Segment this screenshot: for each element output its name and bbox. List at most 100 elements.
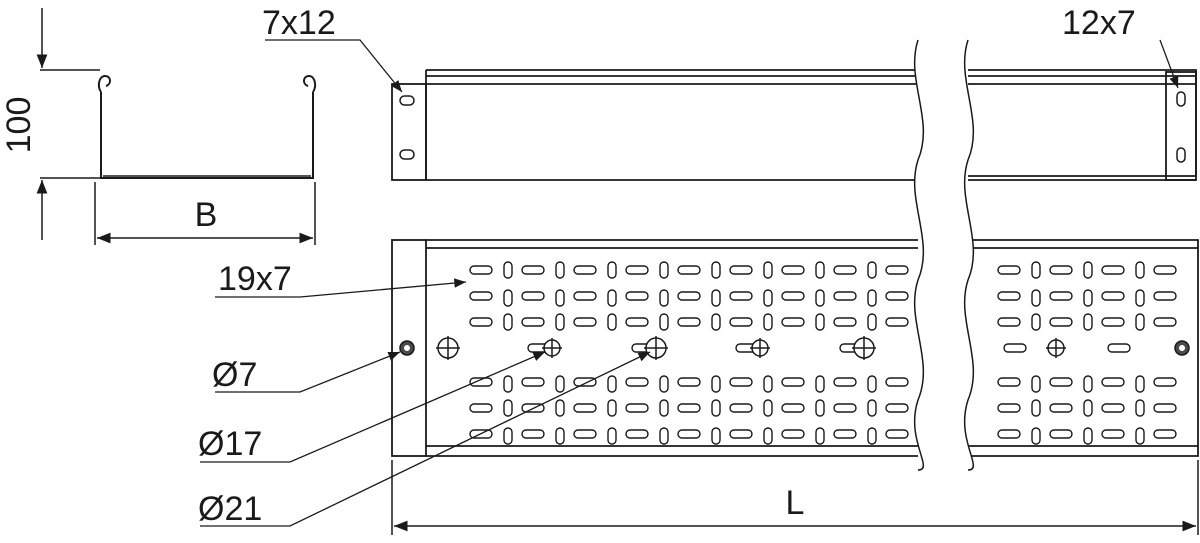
perforation-slot [677,403,701,413]
perforation-slot [885,291,909,301]
perforation-slot [625,403,649,413]
right-rolled-edge [303,74,317,93]
perforation-slots [469,261,1177,445]
label-bottom-slot-19x7: 19x7 [218,260,292,298]
perforation-slot [659,289,669,307]
perforation-slot [469,377,493,387]
perforation-slot [763,427,773,445]
label-side-slot-12x7: 12x7 [1062,4,1136,42]
perforation-slot [1031,399,1041,417]
perforation-slot [867,375,877,393]
perforation-slot [1049,317,1073,327]
perforation-slot [867,261,877,279]
perforation-slot [885,317,909,327]
perforation-slot [555,427,565,445]
perforation-slot [815,427,825,445]
perforation-slot [659,375,669,393]
perforation-slot [781,403,805,413]
perforation-slot [1101,403,1125,413]
perforation-slot [503,427,513,445]
perforation-slot [521,403,545,413]
perforation-slot [1049,377,1073,387]
perforation-slot [1107,343,1131,353]
label-hole-d17: Ø17 [198,425,262,463]
perforation-slot [729,291,753,301]
perforation-slot [625,265,649,275]
perforation-slot [711,289,721,307]
perforation-slot [573,377,597,387]
perforation-slot [607,427,617,445]
perforation-slot [1153,429,1177,439]
perforation-slot [573,429,597,439]
label-side-slot-7x12: 7x12 [262,4,336,42]
side-slot-12x7-top [1176,91,1186,107]
perforation-slot [1101,317,1125,327]
perforation-slot [729,403,753,413]
perforation-slot [781,377,805,387]
perforation-slot [1031,375,1041,393]
break-lines [913,39,975,471]
hole-d17 [1046,338,1066,358]
perforation-slot [711,261,721,279]
perforation-slot [867,399,877,417]
perforation-slot [729,265,753,275]
perforation-slot [1153,265,1177,275]
length-label: L [786,484,805,522]
perforation-slot [833,265,857,275]
label-hole-d7: Ø7 [212,356,257,394]
perforation-slot [997,429,1021,439]
width-dimension [94,182,316,245]
side-slot-7x12-bottom [399,149,415,160]
perforation-slot [1135,289,1145,307]
perforation-slot [503,399,513,417]
u-profile [100,92,314,179]
perforation-slot [1083,261,1093,279]
hole-d21 [852,336,876,360]
perforation-slot [1101,291,1125,301]
perforation-slot [1049,265,1073,275]
perforation-slot [555,289,565,307]
perforation-slot [1083,289,1093,307]
perforation-slot [625,429,649,439]
hole-d21 [436,336,460,360]
perforation-slot [833,403,857,413]
perforation-slot [885,429,909,439]
perforation-slot [573,403,597,413]
perforation-slot [815,375,825,393]
perforation-slot [763,289,773,307]
right-connector-area [1165,71,1197,181]
perforation-slot [607,375,617,393]
perforation-slot [503,313,513,331]
perforation-slot [833,377,857,387]
perforation-slot [1003,343,1027,353]
perforation-slot [729,377,753,387]
perforation-slot [711,375,721,393]
perforation-slot [1135,375,1145,393]
perforation-slot [1135,313,1145,331]
perforation-slot [555,261,565,279]
perforation-slot [625,377,649,387]
perforation-slot [867,313,877,331]
perforation-slot [625,317,649,327]
perforation-slot [659,313,669,331]
perforation-slot [867,289,877,307]
perforation-slot [555,399,565,417]
perforation-slot [833,429,857,439]
perforation-slot [1101,265,1125,275]
perforation-slot [763,375,773,393]
label-hole-d21: Ø21 [198,490,262,528]
perforation-slot [833,317,857,327]
perforation-slot [1153,377,1177,387]
perforation-slot [711,399,721,417]
perforation-slot [815,289,825,307]
perforation-slot [607,289,617,307]
perforation-slot [1031,289,1041,307]
perforation-slot [503,261,513,279]
perforation-slot [1083,313,1093,331]
perforation-slot [677,429,701,439]
perforation-slot [659,427,669,445]
perforation-slot [1031,261,1041,279]
perforation-slot [521,429,545,439]
perforation-slot [763,261,773,279]
